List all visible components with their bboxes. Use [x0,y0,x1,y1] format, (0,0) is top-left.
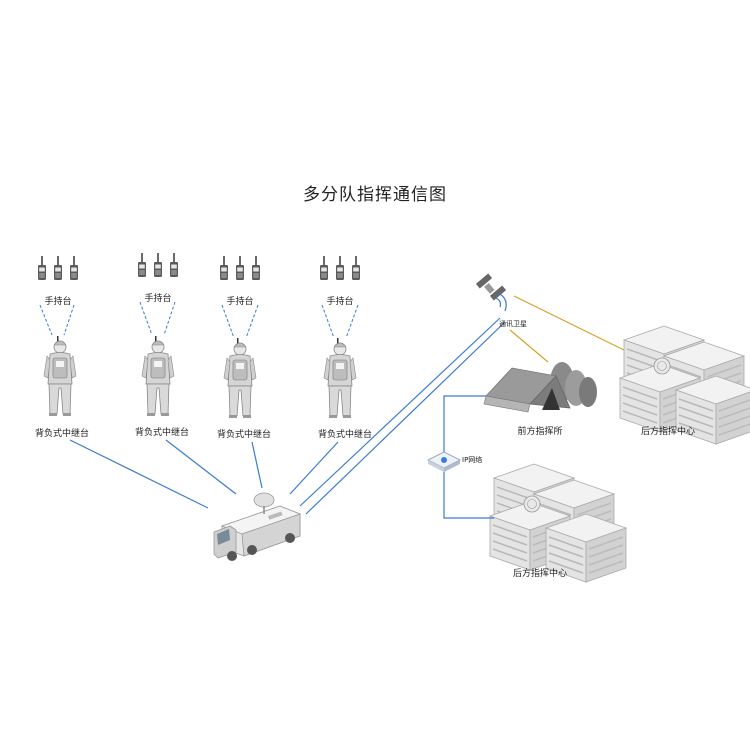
backpack-relay-1 [43,335,77,417]
radio-links [39,301,359,339]
command-vehicle [213,492,302,561]
forward-post-tent [483,362,597,413]
backpack-relay-2 [141,335,175,417]
handheld-group-3 [220,256,260,280]
satellite-links [509,295,629,363]
backpack-label-1: 背负式中继台 [34,429,90,439]
router-icon [427,451,461,472]
ip-network-label: IP网络 [462,456,483,464]
handheld-label-2: 手持台 [144,294,172,304]
backpack-label-4: 背负式中继台 [317,430,373,440]
backpack-label-3: 背负式中继台 [216,430,272,440]
backpack-label-2: 背负式中继台 [134,428,190,438]
rear-center-label-bottom: 后方指挥中心 [512,569,568,579]
handheld-label-1: 手持台 [44,297,72,307]
backpack-relay-4 [323,337,357,419]
relay-to-vehicle-links [69,317,506,515]
handheld-label-3: 手持台 [226,297,254,307]
satellite-label: 通讯卫星 [499,320,527,328]
handheld-label-4: 手持台 [326,297,354,307]
ip-network-links [443,395,494,519]
forward-post-label: 前方指挥所 [517,427,563,437]
handheld-group-1 [38,256,78,280]
rear-command-center-bottom [490,464,626,582]
diagram-title: 多分队指挥通信图 [303,185,447,205]
backpack-relay-3 [223,337,257,419]
rear-center-label-top: 后方指挥中心 [640,427,696,437]
handheld-group-2 [138,253,178,277]
handheld-group-4 [320,256,360,280]
satellite-icon [475,273,507,312]
